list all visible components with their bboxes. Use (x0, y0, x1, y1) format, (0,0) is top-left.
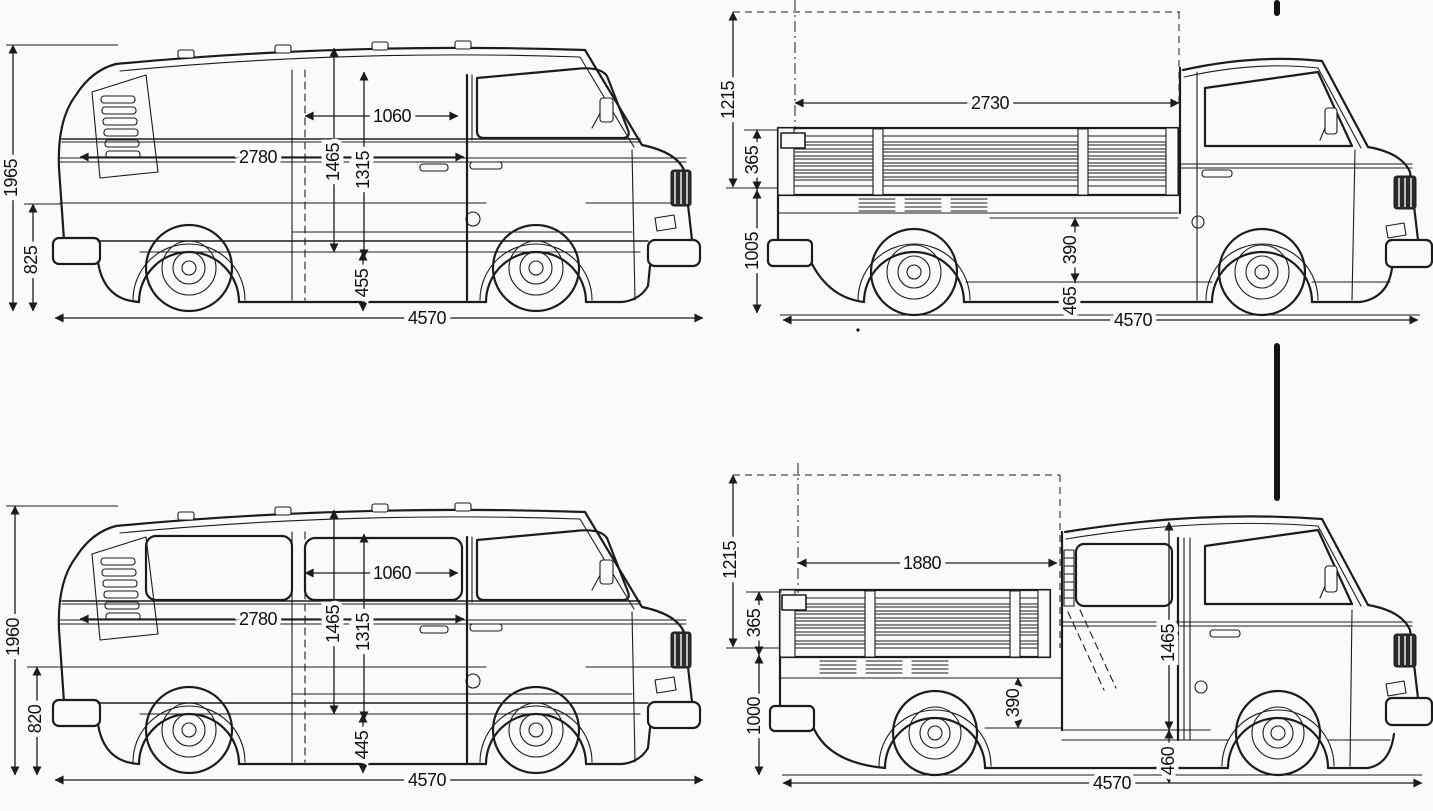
door-window (475, 67, 630, 140)
tail-lamp (781, 594, 807, 611)
rear-side-window (144, 534, 294, 602)
rear-wheel (144, 223, 234, 313)
sliding-door-handle (419, 163, 449, 172)
bus-dim-interior-height: 1465 (323, 604, 343, 643)
panel-van-body (51, 40, 702, 313)
pickup-dim-cab-height: 1215 (718, 80, 738, 119)
turn-indicator (1385, 680, 1407, 697)
front-wheel (491, 685, 581, 775)
front-door-handle (469, 623, 503, 632)
bus-dim-door-height: 1315 (353, 612, 373, 651)
double-cab-dimensions: 1215 1880 365 1000 390 1465 460 4570 (715, 474, 1423, 797)
cab-window (1203, 70, 1354, 148)
rear-wheel (891, 689, 979, 777)
bed-stake (1077, 128, 1089, 196)
front-door-handle (469, 161, 503, 170)
panel-van-dim-interior-height: 1465 (323, 142, 343, 181)
double-cab-body (733, 463, 1433, 777)
fuel-cap (1194, 680, 1208, 694)
pickup-dim-side-skirt: 390 (1060, 235, 1080, 264)
double-cab-dim-side-skirt: 390 (1003, 688, 1023, 717)
door-handle (1209, 629, 1241, 638)
bed-stake (864, 590, 876, 658)
rear-door-window (1074, 542, 1174, 608)
front-bumper (1384, 696, 1433, 727)
rear-bumper (51, 236, 102, 266)
panel-van-dim-door-width: 1060 (373, 106, 412, 126)
double-cab-dim-dropside-height: 365 (744, 608, 764, 637)
view-pickup: 1215 2730 365 1005 390 465 4570 (713, 0, 1433, 334)
rear-bumper (768, 704, 816, 733)
pickup-dimensions: 1215 2730 365 1005 390 465 4570 (713, 11, 1419, 334)
fuel-cap (465, 673, 481, 689)
panel-van-dim-side-length: 2780 (239, 147, 278, 167)
panel-van-dim-overall-length: 4570 (408, 308, 447, 328)
rear-wheel (869, 227, 959, 317)
view-panel-van: 1965 825 1060 2780 1465 1315 455 4570 (0, 40, 704, 332)
bed-stake (1009, 590, 1021, 658)
view-double-cab: 1215 1880 365 1000 390 1465 460 4570 (715, 463, 1433, 797)
bus-dim-rear-height: 820 (25, 704, 45, 733)
turn-indicator (654, 214, 677, 232)
panel-van-dim-overall-height: 1965 (1, 158, 21, 197)
ink-mark (1274, 343, 1280, 501)
double-cab-dim-cab-height: 1215 (720, 540, 740, 579)
panel-van-dimensions: 1965 825 1060 2780 1465 1315 455 4570 (0, 44, 704, 332)
fuel-cap (465, 211, 481, 227)
louvre-vent (1063, 549, 1075, 607)
turn-indicator (654, 676, 677, 694)
door-handle (1201, 169, 1233, 178)
front-wheel (1217, 227, 1307, 317)
bus-dimensions: 1960 820 1060 2780 1465 1315 445 4570 (0, 505, 704, 794)
mirror (1324, 565, 1338, 593)
mirror (1324, 107, 1338, 135)
bus-dim-overall-height: 1960 (3, 617, 23, 656)
front-wheel (491, 223, 581, 313)
sliding-door-handle (419, 625, 449, 634)
pickup-dim-dropside-height: 365 (742, 145, 762, 174)
pickup-dim-bed-length: 2730 (971, 93, 1010, 113)
double-cab-dim-floor-height: 460 (1158, 746, 1178, 775)
double-cab-dim-cab-interior-height: 1465 (1158, 623, 1178, 662)
fuel-cap (1191, 215, 1205, 229)
bus-dim-side-length: 2780 (239, 609, 278, 629)
front-door-window (475, 529, 630, 602)
mirror (599, 97, 614, 123)
tail-lamp (780, 132, 806, 149)
bed-stake (872, 128, 884, 196)
bus-dim-floor-height: 445 (352, 730, 372, 759)
turn-indicator (1385, 222, 1407, 239)
mirror (599, 559, 614, 585)
ink-mark (1274, 0, 1280, 16)
bus-body (51, 502, 702, 775)
panel-van-dim-floor-height: 455 (352, 268, 372, 297)
view-bus: 1960 820 1060 2780 1465 1315 445 4570 (0, 502, 704, 794)
rear-bumper (766, 238, 814, 268)
pickup-dim-frame-height: 465 (1060, 286, 1080, 315)
front-bumper (1384, 238, 1433, 269)
pickup-dim-overall-length: 4570 (1114, 310, 1153, 330)
panel-van-dim-rear-height: 825 (21, 245, 41, 274)
double-cab-dim-bed-floor-height: 1000 (744, 696, 764, 735)
pickup-body (733, 0, 1433, 332)
double-cab-dim-bed-length: 1880 (903, 553, 942, 573)
bus-dim-door-width: 1060 (373, 563, 412, 583)
front-bumper (646, 238, 702, 268)
rear-bumper (51, 698, 102, 728)
cargo-bed (776, 126, 1180, 197)
bus-dim-overall-length: 4570 (408, 770, 447, 790)
double-cab-dim-overall-length: 4570 (1093, 773, 1132, 793)
rear-wheel (144, 685, 234, 775)
front-bumper (646, 700, 702, 730)
louvre-vent (91, 536, 159, 641)
front-wheel (1234, 689, 1322, 777)
pickup-dim-bed-floor-height: 1005 (742, 231, 762, 270)
front-door-window (1203, 528, 1354, 606)
panel-van-dim-door-height: 1315 (353, 150, 373, 189)
